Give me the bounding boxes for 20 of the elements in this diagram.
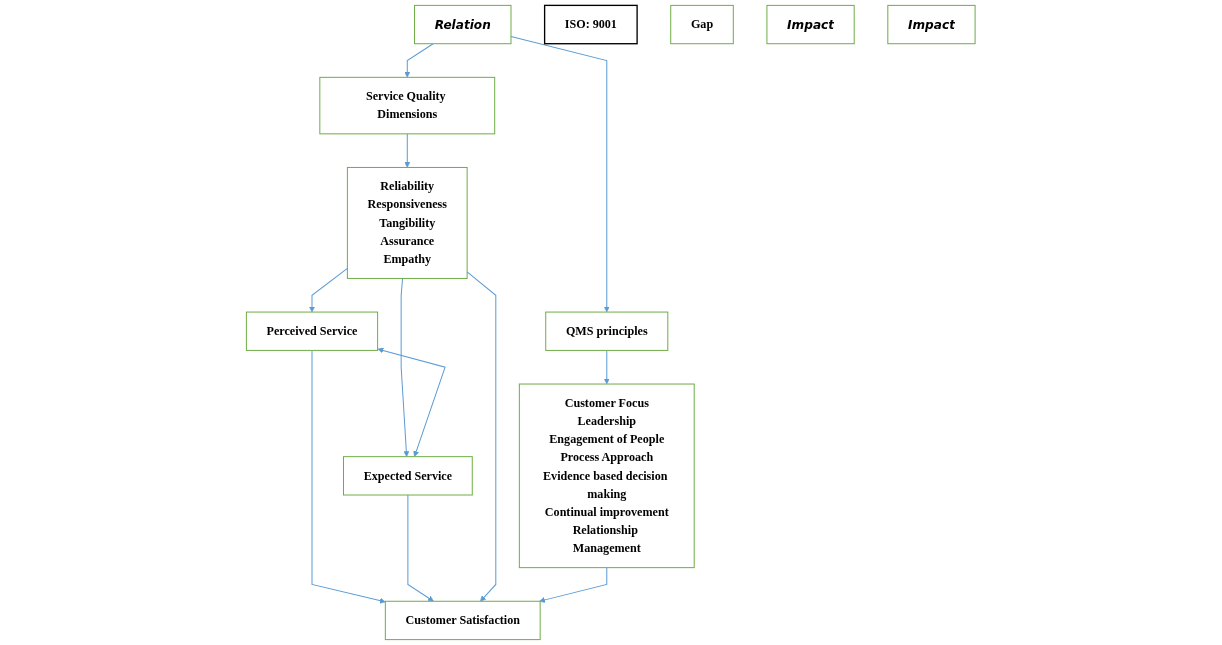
node-box: ISO: 9001 <box>544 4 639 45</box>
arrow <box>404 133 411 168</box>
node-box: Customer Focus Leadership Engagement of People Process Approach Evidence based decision making Continual improvement Relationship Management <box>519 383 695 569</box>
arrow <box>400 277 410 457</box>
arrow <box>539 567 608 603</box>
node-box: Impact <box>766 4 855 45</box>
node-box: Gap <box>670 4 735 45</box>
node-box: Perceived Service <box>246 311 379 351</box>
node-box: Expected Service <box>343 456 473 496</box>
node-box: Service Quality Dimensions <box>319 76 496 135</box>
arrow <box>407 494 435 602</box>
arrow <box>311 349 386 604</box>
node-box: Customer Satisfaction <box>385 600 541 641</box>
arrow <box>604 349 610 385</box>
node-box: Impact <box>887 4 976 45</box>
node-box: Relation <box>414 4 512 45</box>
arrow <box>404 43 434 78</box>
node-box: Reliability Responsiveness Tangibility Assurance Empathy <box>347 166 468 279</box>
arrow <box>377 347 446 457</box>
node-box: QMS principles <box>545 311 669 351</box>
